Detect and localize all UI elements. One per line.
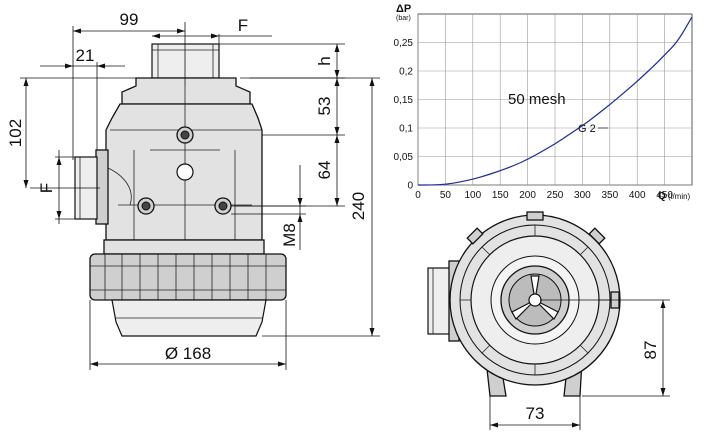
body-collar <box>103 239 265 255</box>
dim-53: 53 <box>315 97 334 116</box>
y-axis-unit: (bar) <box>396 15 411 22</box>
ring-nut-ribs <box>104 254 267 300</box>
x-tick-label: 400 <box>629 190 646 201</box>
series-label-g2: G 2 <box>578 123 596 135</box>
bottom-ribs <box>460 225 610 375</box>
dim-M8: M8 <box>280 223 299 247</box>
x-tick-label: 50 <box>440 190 452 201</box>
side-view-dimensions: 99 F 21 102 F <box>6 10 380 370</box>
x-tick-label: 100 <box>464 190 481 201</box>
filter-bottom-view <box>427 211 621 397</box>
x-tick-label: 300 <box>574 190 591 201</box>
ring-nut <box>89 253 287 301</box>
dim-73: 73 <box>526 404 545 423</box>
x-tick-label: 150 <box>492 190 509 201</box>
chart-grid <box>417 14 692 186</box>
dim-102: 102 <box>6 119 25 147</box>
drain-knob <box>511 275 559 320</box>
dim-F-side: F <box>37 183 56 193</box>
y-tick-label: 0,15 <box>394 95 414 106</box>
x-tick-label: 0 <box>415 190 421 201</box>
dim-99: 99 <box>120 10 139 29</box>
top-thread-outlet <box>151 43 220 79</box>
dim-64: 64 <box>315 161 334 180</box>
y-axis-symbol: ΔP <box>396 3 411 15</box>
side-inlet-flange <box>95 149 109 225</box>
dim-diameter-168: Ø 168 <box>165 344 211 363</box>
filter-side-view <box>74 43 287 337</box>
bottom-view-dimensions: 87 73 <box>489 299 670 430</box>
chart-y-ticks: 0 0,05 0,1 0,15 0,2 0,25 <box>394 38 414 192</box>
y-tick-label: 0,1 <box>399 124 413 135</box>
x-axis-unit: (l/min) <box>668 192 691 201</box>
x-tick-label: 350 <box>601 190 618 201</box>
y-tick-label: 0,25 <box>394 38 414 49</box>
x-tick-label: 450 <box>656 190 673 201</box>
x-axis-symbol: Q <box>658 191 666 202</box>
chart-annotation: 50 mesh <box>508 91 566 108</box>
dim-21: 21 <box>76 46 95 65</box>
y-tick-label: 0,2 <box>399 67 413 78</box>
y-tick-label: 0,05 <box>394 152 414 163</box>
pressure-drop-chart: 0 0,05 0,1 0,15 0,2 0,25 0 50 100 150 200 250 300 35… <box>394 3 693 202</box>
chart-x-ticks: 0 50 100 150 200 250 300 350 400 450 <box>415 190 673 201</box>
bottom-view-inlet-thread <box>427 267 451 335</box>
series-line-g2 <box>417 16 693 186</box>
x-tick-label: 200 <box>519 190 536 201</box>
y-tick-label: 0 <box>407 181 413 192</box>
x-tick-label: 250 <box>547 190 564 201</box>
body-neck <box>121 77 251 105</box>
dim-240: 240 <box>349 192 368 220</box>
centre-boss <box>176 163 194 181</box>
dim-87: 87 <box>641 341 660 360</box>
dim-h: h <box>315 56 334 65</box>
dim-F-top: F <box>238 16 248 35</box>
